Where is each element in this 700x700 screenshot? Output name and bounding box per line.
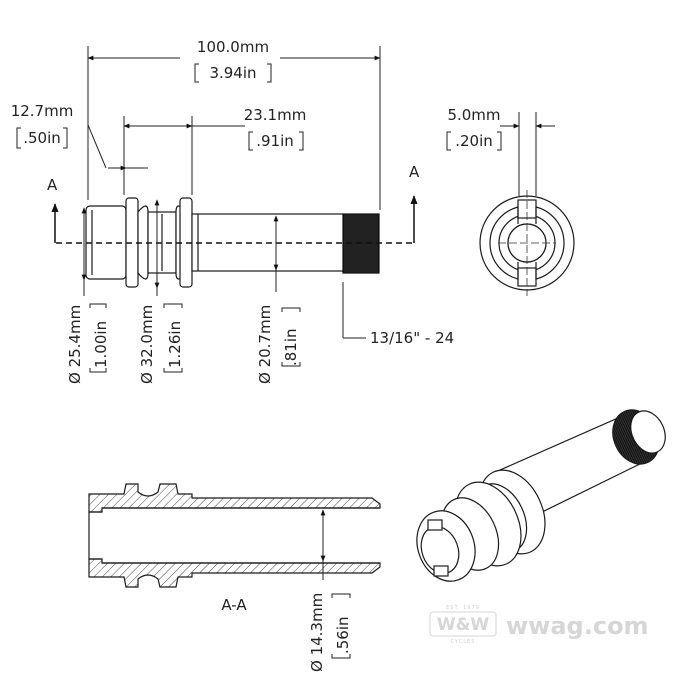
- dim-diameter-lines: [81, 199, 279, 296]
- dim-bore-mm: Ø 14.3mm: [308, 593, 326, 672]
- dim-collar-mm: 12.7mm: [11, 102, 74, 120]
- section-view: [88, 483, 381, 588]
- svg-text:A: A: [409, 163, 420, 181]
- watermark: W&W EST. 1979 CYCLES wwag.com: [429, 605, 649, 645]
- dim-diameter-shaft-in: .81in: [282, 328, 300, 366]
- svg-text:A: A: [47, 176, 58, 194]
- dim-diameter-shaft-mm: Ø 20.7mm: [256, 305, 274, 384]
- dim-groove-in: .91in: [256, 132, 294, 150]
- dim-collar-in: .50in: [23, 129, 61, 147]
- dim-groove-mm: 23.1mm: [244, 106, 307, 124]
- thread-callout-leader: [342, 282, 366, 339]
- dim-overall-in: 3.94in: [209, 64, 256, 82]
- watermark-brand: W&W: [437, 615, 490, 635]
- dim-slot-in: .20in: [455, 132, 493, 150]
- watermark-sub: CYCLES: [451, 639, 476, 645]
- dim-slot-width: [500, 112, 555, 196]
- watermark-site: wwag.com: [506, 612, 649, 640]
- dim-collar: [87, 124, 148, 171]
- dim-groove-offset: [123, 116, 245, 195]
- end-view-center: [498, 190, 556, 296]
- watermark-est: EST. 1979: [446, 605, 480, 611]
- dim-bore-in: .56in: [334, 616, 352, 654]
- dim-diameter-flange-mm: Ø 32.0mm: [138, 305, 156, 384]
- dim-overall-mm: 100.0mm: [197, 38, 269, 56]
- section-title: A-A: [221, 596, 247, 614]
- thread-callout: 13/16" - 24: [370, 329, 454, 347]
- section-marker-right: A: [409, 163, 420, 243]
- dim-diameter-body-in: 1.00in: [92, 321, 110, 368]
- dim-slot-mm: 5.0mm: [447, 106, 500, 124]
- dim-diameter-flange-in: 1.26in: [166, 321, 184, 368]
- isometric-view: [416, 409, 666, 582]
- dim-diameter-body-mm: Ø 25.4mm: [66, 305, 84, 384]
- section-marker-left: A: [47, 176, 59, 243]
